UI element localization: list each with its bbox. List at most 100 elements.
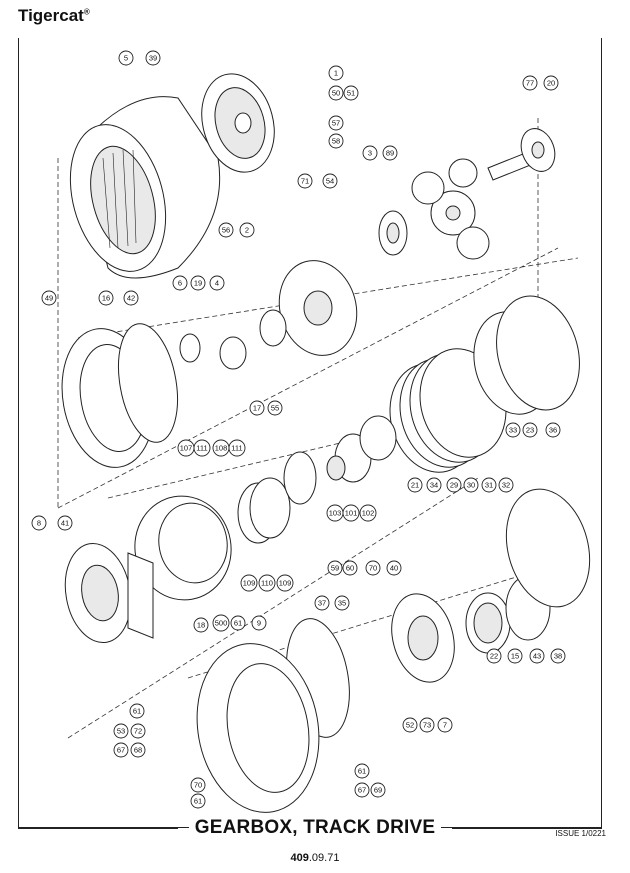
callout-label: 41 [61,519,69,528]
callout-label: 19 [194,279,202,288]
callout-107: 107 [177,439,195,457]
callout-67: 67 [354,782,370,798]
callout-16: 16 [98,290,114,306]
callout-label: 35 [338,599,346,608]
callout-label: 42 [127,294,135,303]
callout-35: 35 [334,595,350,611]
input-shaft [487,128,556,181]
diagram-title: GEARBOX, TRACK DRIVE [0,817,630,839]
callout-label: 111 [196,444,207,453]
callout-label: 68 [134,746,142,755]
ring-gear [201,73,275,173]
callout-label: 5 [124,54,128,63]
callout-61: 61 [190,793,206,809]
callout-label: 38 [554,652,562,661]
callout-61: 61 [129,703,145,719]
callout-51: 51 [343,85,359,101]
callout-500: 500 [212,614,230,632]
callout-73: 73 [419,717,435,733]
callout-2: 2 [239,222,255,238]
callout-54: 54 [322,173,338,189]
callout-label: 53 [117,727,125,736]
planet-carrier-stage-2 [278,260,358,356]
callout-37: 37 [314,595,330,611]
callout-110: 110 [258,574,276,592]
callout-label: 109 [279,579,292,588]
housing-drum [69,96,221,279]
callout-101: 101 [342,504,360,522]
callout-5: 5 [118,50,134,66]
callout-109: 109 [276,574,294,592]
callout-55: 55 [267,400,283,416]
callout-label: 67 [117,746,125,755]
callout-label: 22 [490,652,498,661]
callout-label: 52 [406,721,414,730]
end-cover [505,488,591,608]
callout-label: 111 [231,444,242,453]
callout-20: 20 [543,75,559,91]
callout-7: 7 [437,717,453,733]
callout-label: 20 [547,79,555,88]
callout-label: 72 [134,727,142,736]
callout-58: 58 [328,133,344,149]
callout-43: 43 [529,648,545,664]
callout-42: 42 [123,290,139,306]
title-rule-left [18,828,178,829]
callout-15: 15 [507,648,523,664]
callout-29: 29 [446,477,462,493]
callout-9: 9 [251,615,267,631]
callout-label: 15 [511,652,519,661]
callout-label: 73 [423,721,431,730]
issue-label: ISSUE 1/0221 [555,829,606,838]
callout-102: 102 [359,504,377,522]
callout-label: 31 [485,481,493,490]
callout-label: 61 [194,797,202,806]
callout-label: 77 [526,79,534,88]
callout-label: 101 [345,509,358,518]
callout-label: 37 [318,599,326,608]
callout-17: 17 [249,400,265,416]
callout-label: 57 [332,119,340,128]
callout-70: 70 [365,560,381,576]
callout-label: 58 [332,137,340,146]
callout-68: 68 [130,742,146,758]
callout-39: 39 [145,50,161,66]
brand-logo: Tigercat® [18,6,90,25]
callout-label: 67 [358,786,366,795]
title-rule-right [452,828,602,829]
callout-18: 18 [193,617,209,633]
seal-rings [237,451,317,544]
callout-61: 61 [230,615,246,631]
callout-label: 33 [509,426,517,435]
callout-40: 40 [386,560,402,576]
callout-111: 111 [193,439,211,457]
callout-label: 107 [180,444,193,453]
callout-label: 1 [334,69,338,78]
callout-label: 50 [332,89,340,98]
callout-label: 110 [261,579,273,588]
callout-label: 70 [369,564,377,573]
callout-70: 70 [190,777,206,793]
callout-38: 38 [550,648,566,664]
bearing [465,592,511,654]
callout-label: 61 [234,619,242,628]
callout-36: 36 [545,422,561,438]
planet-gear [378,210,408,256]
callout-103: 103 [326,504,344,522]
callout-21: 21 [407,477,423,493]
callout-34: 34 [426,477,442,493]
callout-label: 108 [215,444,228,453]
callout-label: 89 [386,149,394,158]
callout-label: 55 [271,404,279,413]
piston-spring-pack [326,415,397,483]
callout-67: 67 [113,742,129,758]
callout-label: 32 [502,481,510,490]
callout-69: 69 [370,782,386,798]
callout-label: 4 [215,279,219,288]
callout-30: 30 [463,477,479,493]
callout-8: 8 [31,515,47,531]
callout-72: 72 [130,723,146,739]
callout-109: 109 [240,574,258,592]
